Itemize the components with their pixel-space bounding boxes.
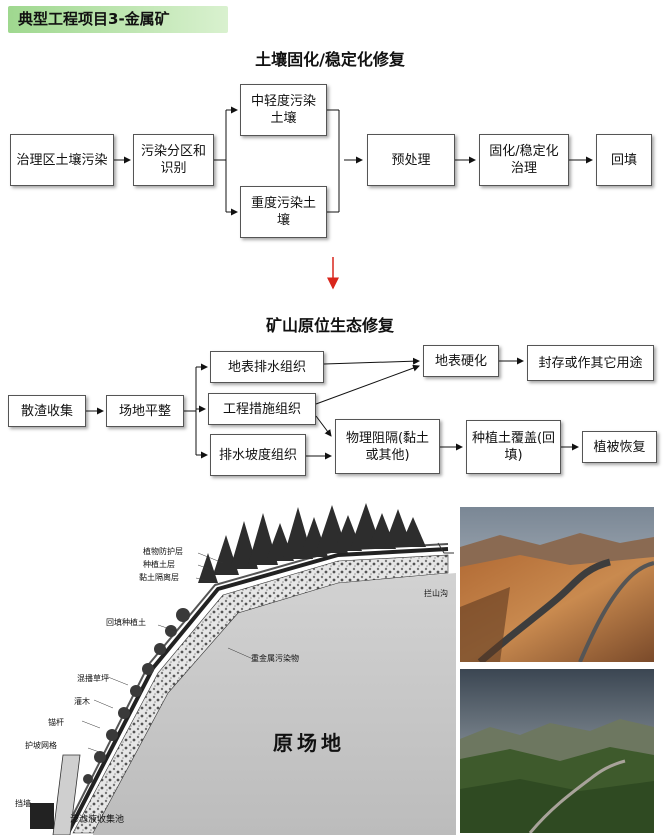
label-retaining-wall: 挡墙 bbox=[15, 799, 31, 808]
label-planting-soil-layer: 种植土层 bbox=[143, 560, 175, 569]
section2-title: 矿山原位生态修复 bbox=[265, 316, 394, 335]
flow-connectors bbox=[86, 106, 593, 460]
box-surface-drainage: 地表排水组织 bbox=[210, 351, 324, 383]
box-site-leveling: 场地平整 bbox=[106, 395, 184, 427]
box-slope-drainage: 排水坡度组织 bbox=[210, 434, 306, 476]
label-backfill-soil: 回填种植土 bbox=[106, 618, 146, 627]
label-slope-grid: 护坡网格 bbox=[25, 741, 57, 750]
label-leachate-pool: 渗滤液收集池 bbox=[70, 815, 125, 825]
slope-drawing bbox=[30, 503, 456, 836]
label-ditch: 拦山沟 bbox=[424, 589, 448, 598]
label-shrub: 灌木 bbox=[74, 697, 90, 706]
box-storage-use: 封存或作其它用途 bbox=[527, 345, 654, 381]
label-mixed-lawn: 混播草坪 bbox=[77, 674, 109, 683]
box-planting-soil: 种植土覆盖(回填) bbox=[466, 420, 561, 474]
label-plant-layer: 植物防护层 bbox=[143, 547, 183, 556]
box-pretreatment: 预处理 bbox=[367, 134, 455, 186]
box-revegetation: 植被恢复 bbox=[582, 431, 657, 463]
box-light-pollution: 中轻度污染土壤 bbox=[240, 84, 327, 136]
box-hardening: 地表硬化 bbox=[423, 345, 499, 377]
box-zoning: 污染分区和识别 bbox=[133, 134, 214, 186]
box-heavy-pollution: 重度污染土壤 bbox=[240, 186, 327, 238]
photo-valley-river bbox=[460, 507, 654, 662]
box-backfill: 回填 bbox=[596, 134, 652, 186]
banner-title: 典型工程项目3-金属矿 bbox=[8, 6, 228, 33]
forest-valley-image bbox=[460, 669, 654, 833]
label-original-site: 原场地 bbox=[273, 731, 345, 755]
label-clay-layer: 黏土隔离层 bbox=[139, 573, 179, 582]
box-slag-collection: 散渣收集 bbox=[8, 395, 86, 427]
box-physical-barrier: 物理阻隔(黏土或其他) bbox=[335, 419, 440, 474]
box-solidification: 固化/稳定化治理 bbox=[479, 134, 569, 186]
box-engineering: 工程措施组织 bbox=[208, 393, 316, 425]
box-contaminated-soil: 治理区土壤污染 bbox=[10, 134, 114, 186]
label-anchor: 锚杆 bbox=[48, 718, 64, 727]
photo-forest-valley bbox=[460, 669, 654, 833]
section1-title: 土壤固化/稳定化修复 bbox=[255, 50, 405, 69]
valley-river-image bbox=[460, 507, 654, 662]
label-heavy-metal: 重金属污染物 bbox=[251, 654, 299, 663]
slope-cross-section: 植物防护层 种植土层 黏土隔离层 拦山沟 回填种植土 重金属污染物 混播草坪 灌… bbox=[8, 503, 456, 836]
